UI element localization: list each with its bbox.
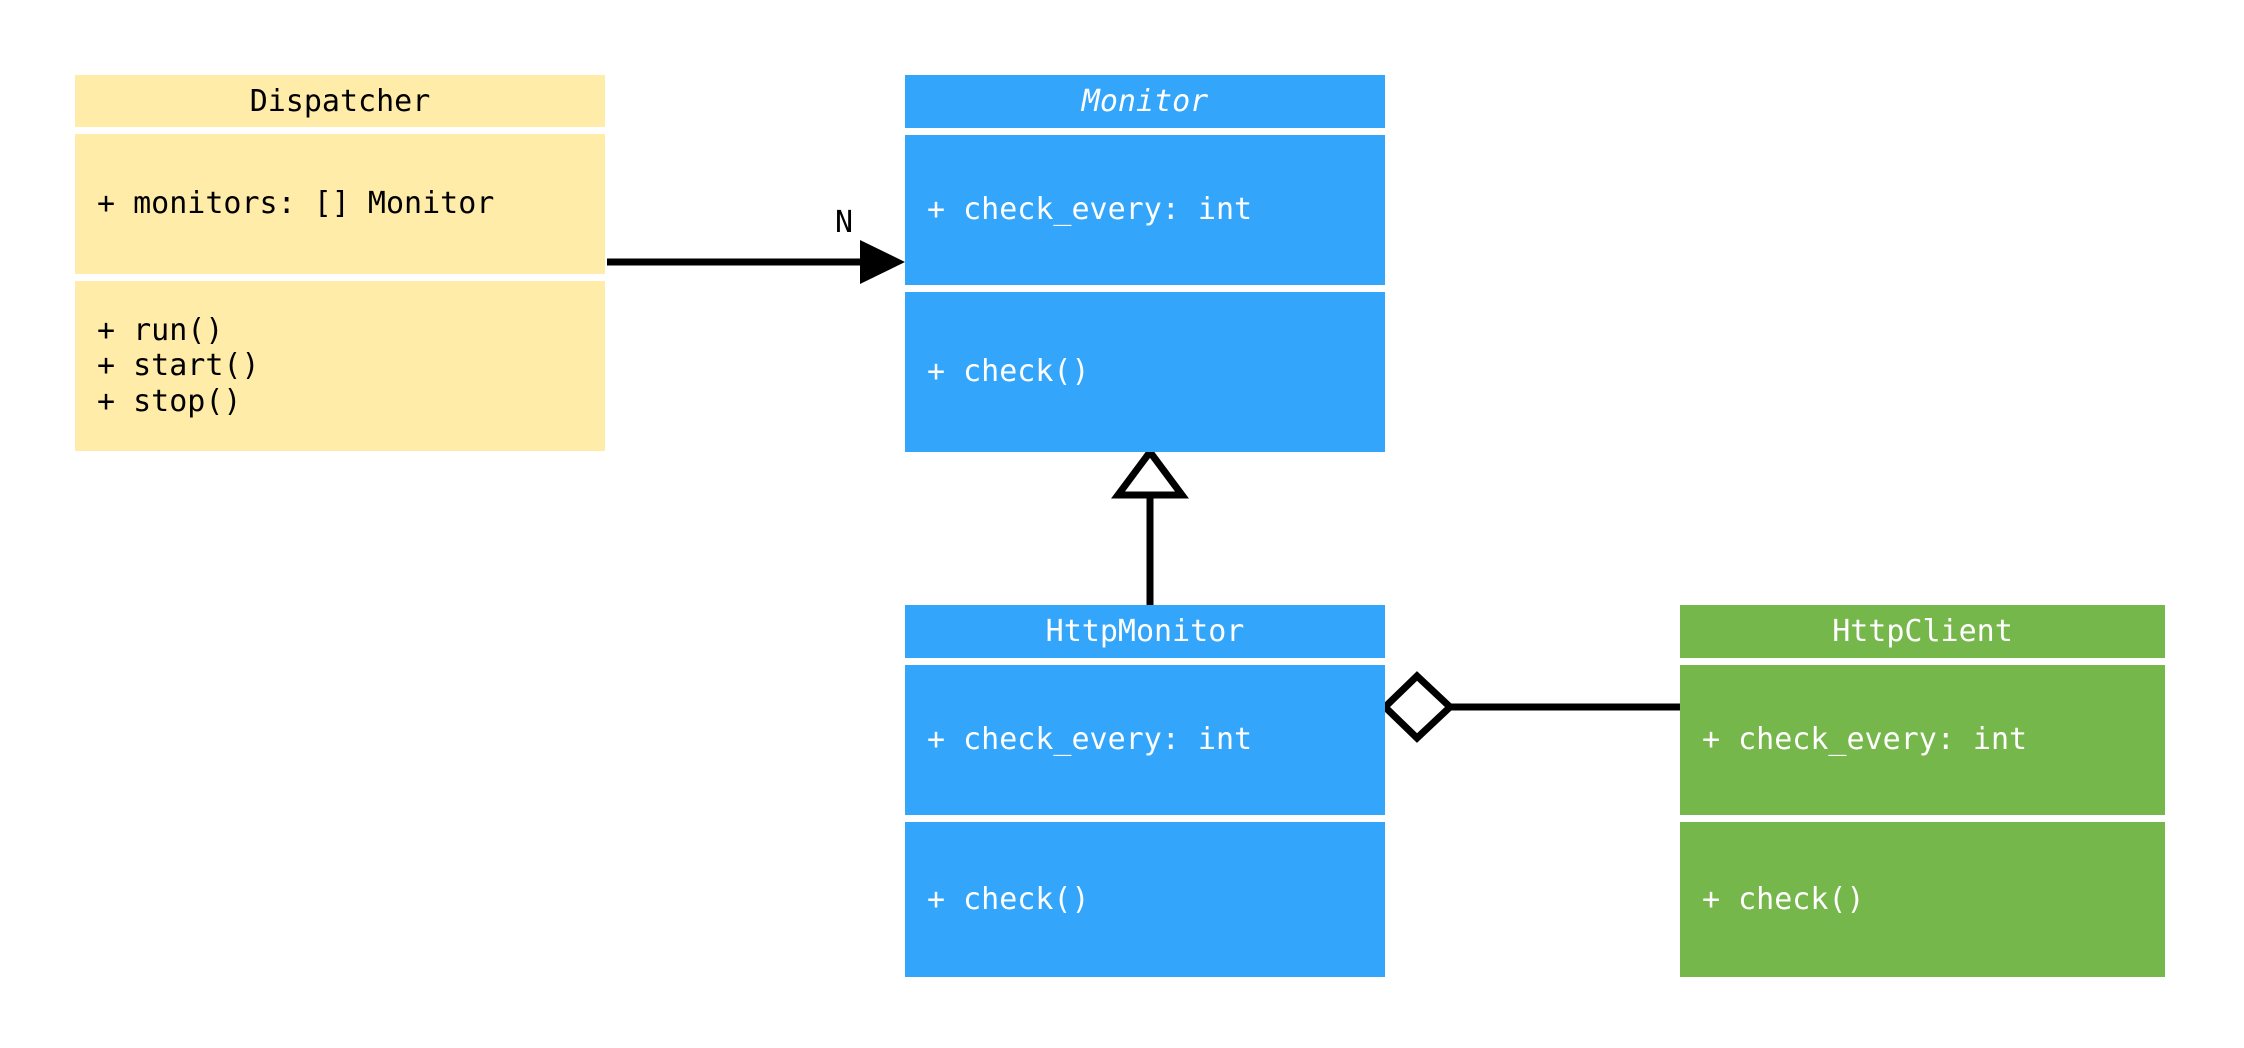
method-list-monitor: + check() [927,354,1385,389]
attribute-list-dispatcher: + monitors: [] Monitor [97,186,605,221]
member-line: + check_every: int [1702,722,2028,758]
member-line: + run() [97,312,224,348]
association-dispatcher-monitor [607,240,905,284]
hollow-diamond-icon [1379,671,1456,743]
generalization-httpmonitor-monitor [1111,446,1189,605]
class-name-http-monitor: HttpMonitor [905,605,1385,658]
class-name-http-client: HttpClient [1680,605,2165,658]
uml-class-http-client[interactable]: HttpClient + check_every: int + check() [1680,605,2165,977]
member-line: + check_every: int [927,722,1253,758]
method-list-http-monitor: + check() [927,882,1385,917]
member-line: + check_every: int [927,192,1253,228]
methods-compartment-monitor: + check() [905,292,1385,452]
attribute-list-http-monitor: + check_every: int [927,722,1385,757]
member-line: + check() [927,881,1090,917]
attributes-compartment-http-monitor: + check_every: int [905,665,1385,815]
method-list-http-client: + check() [1702,882,2165,917]
member-line: + start() [97,348,260,384]
uml-class-http-monitor[interactable]: HttpMonitor + check_every: int + check() [905,605,1385,977]
filled-arrowhead-icon [860,240,905,284]
methods-compartment-http-client: + check() [1680,822,2165,977]
methods-compartment-dispatcher: + run()+ start()+ stop() [75,281,605,451]
association-multiplicity-label: N [835,205,854,240]
attributes-compartment-monitor: + check_every: int [905,135,1385,285]
methods-compartment-http-monitor: + check() [905,822,1385,977]
member-line: + monitors: [] Monitor [97,186,495,222]
class-name-monitor: Monitor [905,75,1385,128]
uml-class-dispatcher[interactable]: Dispatcher + monitors: [] Monitor + run(… [75,75,605,451]
method-list-dispatcher: + run()+ start()+ stop() [97,313,605,419]
class-name-dispatcher: Dispatcher [75,75,605,127]
attributes-compartment-http-client: + check_every: int [1680,665,2165,815]
member-line: + check() [927,354,1090,390]
attribute-list-monitor: + check_every: int [927,192,1385,227]
attributes-compartment-dispatcher: + monitors: [] Monitor [75,134,605,274]
hollow-triangle-icon [1111,446,1189,499]
aggregation-httpmonitor-httpclient [1379,671,1680,743]
member-line: + check() [1702,881,1865,917]
uml-class-monitor[interactable]: Monitor + check_every: int + check() [905,75,1385,452]
attribute-list-http-client: + check_every: int [1702,722,2165,757]
member-line: + stop() [97,383,242,419]
